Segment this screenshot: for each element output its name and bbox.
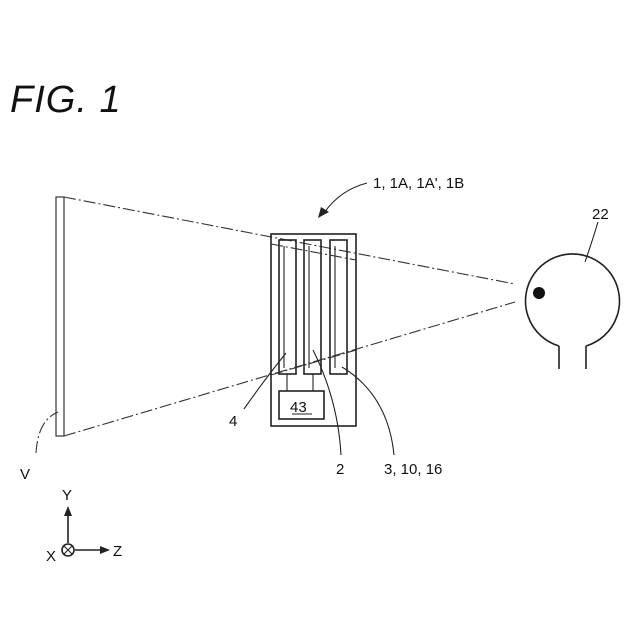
label-eye: 22 [592,206,609,223]
label-display-element: 4 [229,413,237,430]
coordinate-axes: Y X Z [46,487,122,565]
leader-lines [36,183,598,455]
y-arrow-icon [64,506,72,516]
label-controller: 43 [290,399,307,416]
virtual-image-plane [56,197,64,436]
axis-x-label: X [46,548,56,565]
label-light-guide: 3, 10, 16 [384,461,442,478]
panel-substrate [304,240,321,374]
label-virtual-image: V [20,466,30,483]
pupil-dot [533,287,545,299]
axis-y-label: Y [62,487,72,504]
z-arrow-icon [100,546,110,554]
label-substrate: 2 [336,461,344,478]
device-housing [271,234,356,426]
axis-z-label: Z [113,543,122,560]
eye [525,254,619,369]
panel-display-element [279,240,296,374]
label-device: 1, 1A, 1A', 1B [373,175,464,192]
figure-title: FIG. 1 [10,79,122,121]
